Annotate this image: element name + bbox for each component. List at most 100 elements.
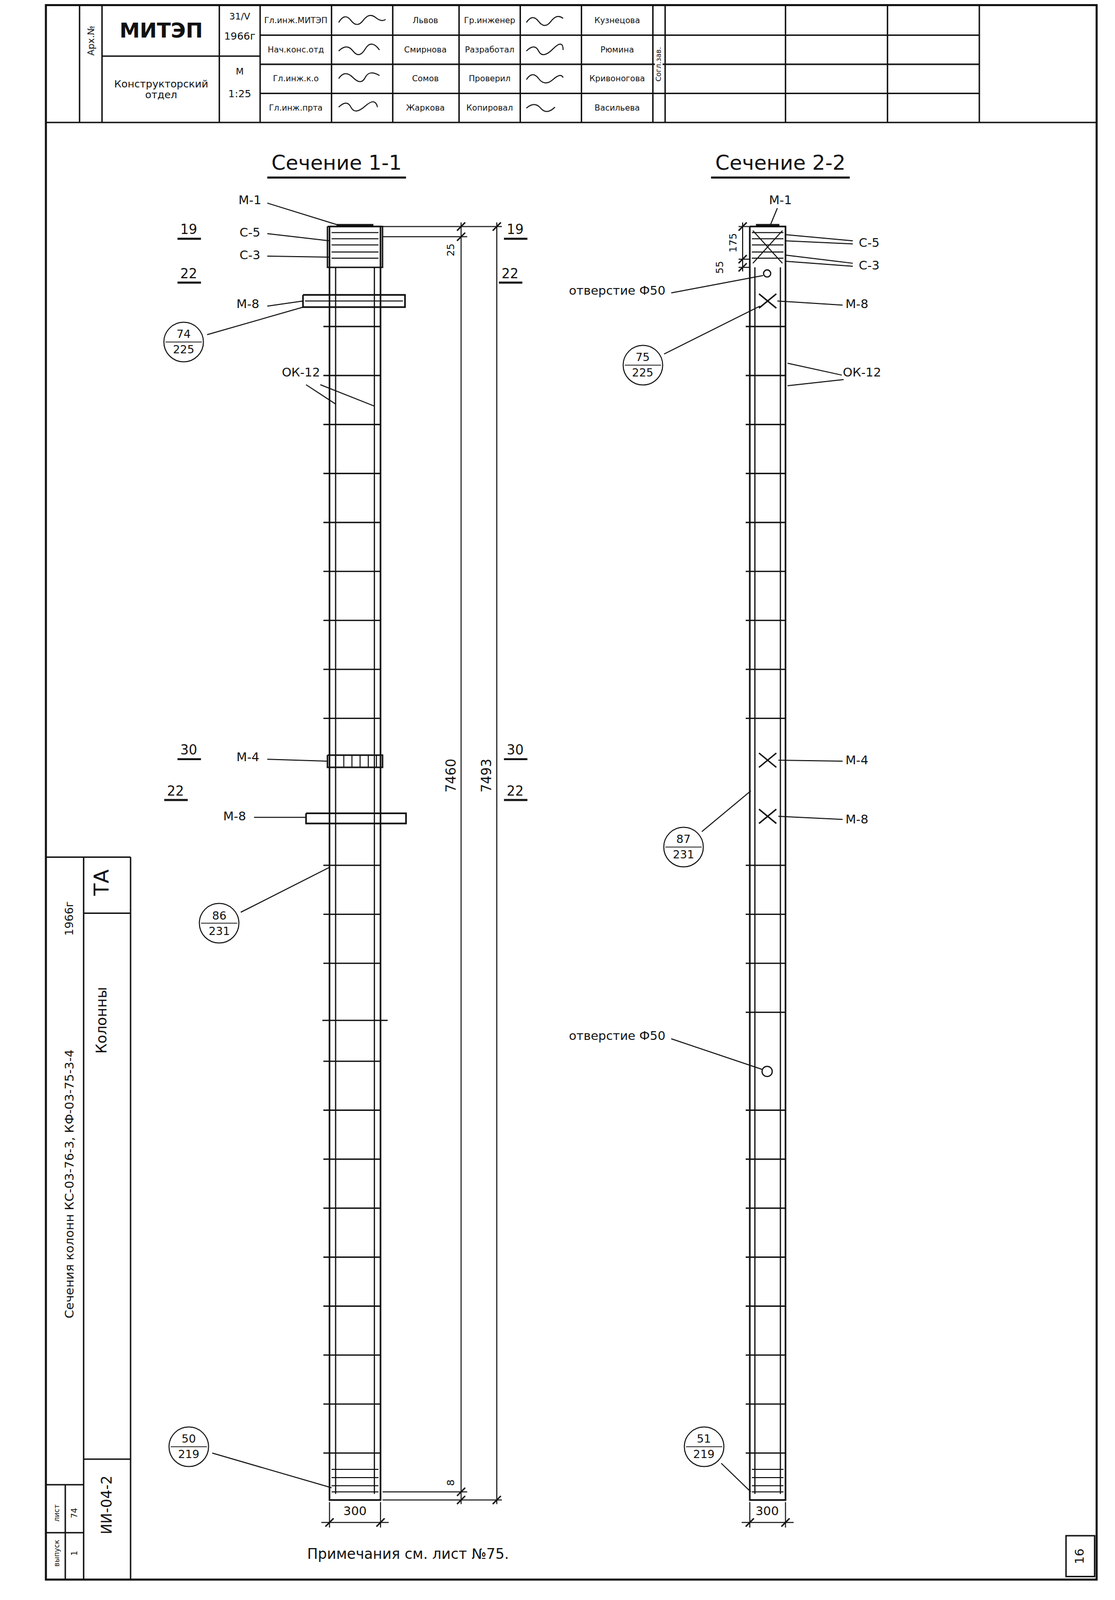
hole-symbol: [762, 1066, 773, 1077]
stirrup-line: [323, 1452, 381, 1454]
mesh-line: [331, 1468, 379, 1470]
part-mark: ОК-12: [841, 365, 883, 380]
callout-number: 225: [632, 366, 654, 380]
mesh-line: [751, 1491, 784, 1493]
stirrup-line: [745, 1256, 786, 1258]
title-block-text: 1966г: [223, 31, 257, 43]
leader-line: [777, 300, 843, 305]
section-mark: 22: [166, 783, 186, 798]
callout-circle-outline: [684, 1427, 724, 1467]
embedded-plate: [756, 224, 780, 228]
title-block-text: 1:25: [227, 88, 253, 100]
embedded-part-hatch: [375, 754, 377, 768]
extension-line: [738, 258, 750, 260]
title-block-text: Сечения колонн КС-03-76-3, КФ-03-75-3-4: [62, 1048, 77, 1320]
dimension: 175: [727, 231, 740, 254]
callout-fraction-line: [685, 1446, 723, 1448]
dimension: 8: [445, 1478, 457, 1488]
part-mark: М-8: [235, 297, 261, 311]
callout-circle: 50219: [168, 1426, 210, 1468]
callout-number: 75: [635, 351, 651, 364]
extension-line: [382, 236, 468, 238]
part-mark: отверстие Ф50: [567, 1029, 667, 1043]
callout-circle: 74225: [163, 321, 205, 363]
callout-circle-outline: [168, 1427, 209, 1467]
title-block-text: Конструкторский отдел: [103, 78, 219, 102]
dimension: 7460: [443, 757, 459, 794]
callout-fraction-line: [624, 364, 661, 366]
dimension-tick: [738, 263, 747, 272]
part-mark: М-8: [222, 809, 247, 823]
stirrup-line: [323, 1354, 381, 1357]
leader-line: [212, 1452, 332, 1488]
section-mark-line: [164, 799, 188, 802]
extension-line: [382, 1491, 468, 1493]
callout-circle-outline: [663, 826, 704, 867]
stirrup-line: [323, 717, 381, 719]
callout-text-group: 87231: [672, 833, 695, 861]
embedded-part-hatch: [351, 754, 353, 768]
dimension-tick: [738, 255, 747, 264]
callout-outline: [198, 902, 240, 944]
callout-fraction-line: [201, 923, 238, 925]
title-block-text: Нач.конс.отд: [266, 45, 326, 55]
section-heading: Сечение 2-2: [714, 152, 847, 175]
dimension-tick: [781, 1518, 790, 1527]
embedded-part-cross: [759, 752, 777, 768]
callout-fraction-line: [665, 846, 703, 848]
heading-underline: [711, 176, 851, 179]
dimension-tick: [457, 1496, 466, 1505]
extension-line: [382, 1499, 502, 1501]
leader-line: [721, 1463, 751, 1492]
title-block-text: Проверил: [467, 74, 512, 83]
callout-text-group: 86231: [208, 909, 231, 938]
part-mark: М-4: [235, 750, 261, 764]
dimension-tick: [457, 1487, 466, 1497]
part-mark: С-5: [857, 236, 881, 250]
embedded-part-cross: [759, 293, 777, 309]
section-heading: Сечение 1-1: [270, 152, 403, 175]
leader-line: [702, 790, 751, 832]
title-block-text: Разработал: [463, 45, 516, 55]
title-block-text: Кривоногова: [588, 74, 646, 83]
dimension-tick: [745, 1518, 754, 1527]
mesh-line: [751, 244, 784, 246]
rebar-line: [334, 267, 336, 1495]
leader-line: [770, 208, 778, 226]
stirrup-line: [745, 326, 786, 328]
stirrup-line: [323, 1256, 381, 1258]
dimension-line: [460, 222, 462, 1505]
stirrup-line: [745, 374, 786, 377]
leader-line: [787, 363, 844, 376]
callout-circle: 87231: [662, 826, 705, 868]
stirrup-line: [323, 913, 381, 915]
part-mark: отверстие Ф50: [567, 283, 667, 298]
part-mark: С-3: [238, 248, 262, 262]
console-plate: [302, 294, 405, 308]
title-block-text: Копировал: [465, 103, 515, 113]
title-block-text: Согл.зав.: [655, 45, 663, 83]
stirrup-line: [323, 1305, 381, 1307]
column-head: [327, 226, 383, 267]
part-mark: М-1: [767, 193, 793, 207]
joint-mark: [322, 1019, 388, 1021]
embedded-part-hatch: [359, 754, 361, 768]
callout-number: 219: [177, 1448, 200, 1461]
section-mark: 30: [179, 742, 199, 758]
callout-number: 231: [672, 848, 695, 861]
stirrup-line: [323, 326, 381, 328]
section-mark-line: [177, 237, 202, 240]
callout-fraction-line: [165, 341, 203, 343]
mesh-line: [331, 244, 379, 246]
title-block-text: 74: [69, 1506, 79, 1520]
part-mark: М-1: [237, 193, 263, 207]
section-mark-line: [177, 758, 202, 761]
dimension: 25: [445, 242, 457, 258]
title-block-text: Сомов: [410, 74, 440, 83]
leader-line: [306, 384, 336, 405]
callout-number: 231: [208, 925, 231, 938]
stirrup-line: [323, 522, 381, 524]
embedded-part-cross: [759, 293, 777, 309]
mesh-line: [331, 257, 379, 259]
